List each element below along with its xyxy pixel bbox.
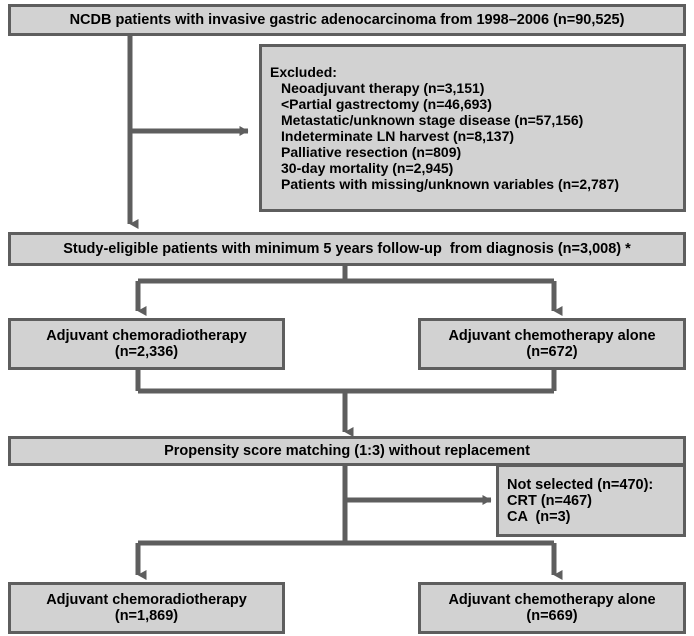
connector-arms-merge-to-matching <box>135 370 557 437</box>
node-ca-prematch[interactable]: Adjuvant chemotherapy alone (n=672) <box>418 318 686 370</box>
node-excluded[interactable]: Excluded: Neoadjuvant therapy (n=3,151) … <box>259 44 686 212</box>
node-crt-prematch[interactable]: Adjuvant chemoradiotherapy (n=2,336) <box>8 318 285 370</box>
node-study-eligible[interactable]: Study-eligible patients with minimum 5 y… <box>8 232 686 266</box>
node-propensity-matching-label: Propensity score matching (1:3) without … <box>164 443 530 459</box>
node-excluded-item-1: <Partial gastrectomy (n=46,693) <box>281 96 492 112</box>
node-cohort[interactable]: NCDB patients with invasive gastric aden… <box>8 4 686 36</box>
node-excluded-item-0: Neoadjuvant therapy (n=3,151) <box>281 80 485 96</box>
node-propensity-matching[interactable]: Propensity score matching (1:3) without … <box>8 436 686 466</box>
connector-matching-to-not-selected <box>342 466 492 543</box>
node-crt-prematch-line1: Adjuvant chemoradiotherapy <box>46 328 247 344</box>
node-excluded-heading: Excluded: <box>270 64 337 80</box>
node-study-eligible-label: Study-eligible patients with minimum 5 y… <box>63 241 631 257</box>
node-excluded-item-5: 30-day mortality (n=2,945) <box>281 160 454 176</box>
node-crt-postmatch[interactable]: Adjuvant chemoradiotherapy (n=1,869) <box>8 582 285 634</box>
node-not-selected[interactable]: Not selected (n=470): CRT (n=467) CA (n=… <box>496 464 686 537</box>
node-not-selected-line2: CRT (n=467) <box>507 492 593 509</box>
node-crt-postmatch-line1: Adjuvant chemoradiotherapy <box>46 592 247 608</box>
node-ca-prematch-line2: (n=672) <box>526 344 578 360</box>
node-not-selected-line1: Not selected (n=470): <box>507 476 654 493</box>
node-excluded-item-3: Indeterminate LN harvest (n=8,137) <box>281 128 515 144</box>
node-crt-prematch-line2: (n=2,336) <box>114 344 179 360</box>
connector-final-split <box>135 540 563 580</box>
node-not-selected-line3: CA (n=3) <box>507 508 571 525</box>
node-cohort-label: NCDB patients with invasive gastric aden… <box>69 12 625 28</box>
node-crt-postmatch-line2: (n=1,869) <box>114 608 179 624</box>
node-excluded-item-4: Palliative resection (n=809) <box>281 144 462 160</box>
node-ca-postmatch[interactable]: Adjuvant chemotherapy alone (n=669) <box>418 582 686 634</box>
node-ca-postmatch-line1: Adjuvant chemotherapy alone <box>448 592 656 608</box>
node-excluded-item-2: Metastatic/unknown stage disease (n=57,1… <box>281 112 584 128</box>
node-excluded-item-6: Patients with missing/unknown variables … <box>281 176 620 192</box>
node-ca-prematch-line1: Adjuvant chemotherapy alone <box>448 328 656 344</box>
connector-eligible-split <box>135 266 563 316</box>
node-ca-postmatch-line2: (n=669) <box>526 608 578 624</box>
